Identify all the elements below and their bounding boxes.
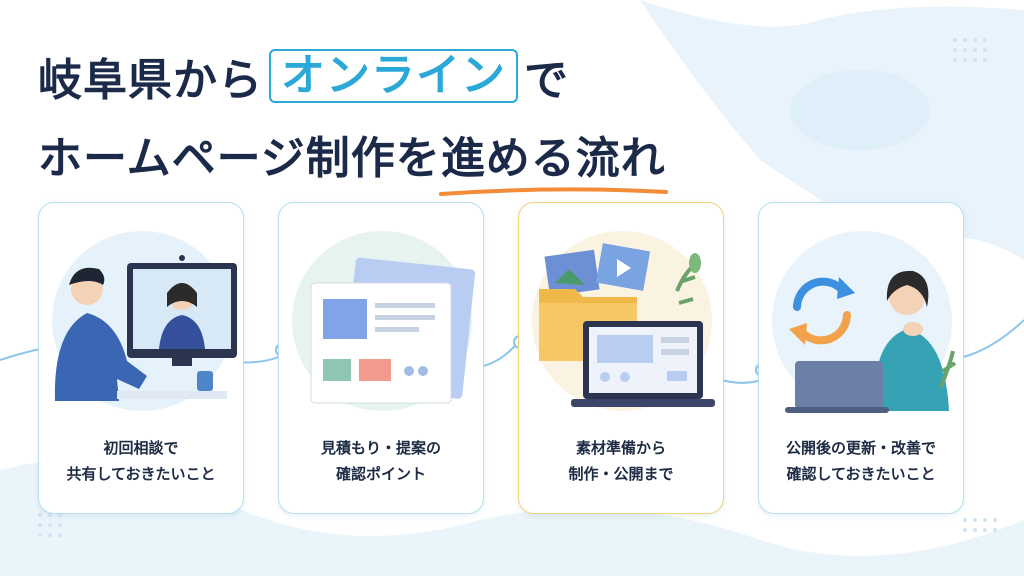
step-1-caption: 初回相談で 共有しておきたいこと: [39, 435, 243, 487]
title-underlined-text: 進める流れ: [438, 122, 668, 196]
step-3-line-2: 制作・公開まで: [568, 465, 674, 483]
step-2-line-2: 確認ポイント: [335, 465, 426, 483]
step-1-line-2: 共有しておきたいこと: [66, 465, 216, 483]
step-3-line-1: 素材準備から: [575, 439, 666, 457]
folder-laptop-illustration: [532, 231, 715, 411]
video-call-illustration: [52, 231, 237, 411]
title-line2-prefix: ホームページ制作を: [38, 133, 441, 184]
step-card-2[interactable]: 見積もり・提案の 確認ポイント: [278, 202, 484, 514]
title-underlined-label: 進める流れ: [440, 133, 666, 184]
title-suffix: で: [524, 55, 569, 106]
step-3-caption: 素材準備から 制作・公開まで: [519, 435, 723, 487]
step-4-line-1: 公開後の更新・改善で: [785, 439, 936, 457]
title-prefix: 岐阜県から: [38, 55, 263, 106]
step-4-caption: 公開後の更新・改善で 確認しておきたいこと: [759, 435, 963, 487]
refresh-cycle-icon: [789, 277, 855, 345]
orange-underline-icon: [438, 187, 668, 196]
step-card-3[interactable]: 素材準備から 制作・公開まで: [518, 202, 724, 514]
title-line-1: 岐阜県から オンライン で: [38, 44, 569, 108]
step-2-line-1: 見積もり・提案の: [320, 439, 441, 457]
step-card-1[interactable]: 初回相談で 共有しておきたいこと: [38, 202, 244, 514]
step-card-4[interactable]: 公開後の更新・改善で 確認しておきたいこと: [758, 202, 964, 514]
step-1-line-1: 初回相談で: [103, 439, 179, 457]
step-4-line-2: 確認しておきたいこと: [786, 465, 936, 483]
step-2-caption: 見積もり・提案の 確認ポイント: [279, 435, 483, 487]
title-line-2: ホームページ制作を 進める流れ: [38, 122, 668, 196]
document-illustration: [292, 231, 476, 411]
title-highlight-box: オンライン: [269, 48, 518, 104]
update-illustration: [772, 231, 957, 413]
